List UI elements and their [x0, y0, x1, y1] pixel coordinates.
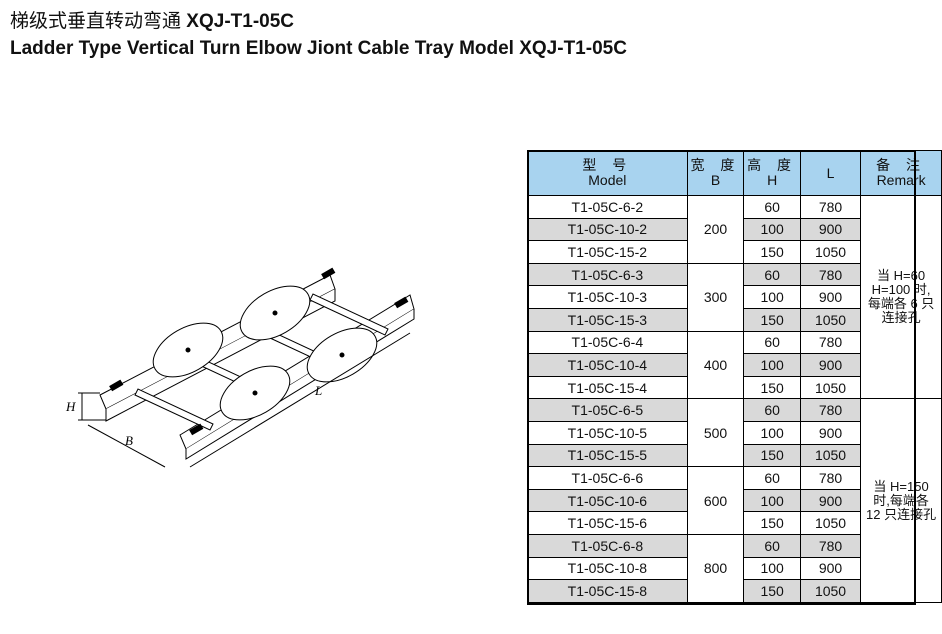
cell-height: 100 [743, 353, 801, 377]
cell-height: 60 [743, 262, 801, 287]
cell-model: T1-05C-6-8 [527, 533, 688, 558]
cell-model: T1-05C-10-4 [527, 353, 688, 377]
cell-length: 900 [799, 353, 862, 377]
cell-height: 60 [743, 330, 801, 355]
cell-height: 150 [743, 307, 801, 332]
cell-length: 1050 [799, 579, 862, 603]
cell-length: 1050 [799, 307, 862, 332]
cell-model: T1-05C-10-8 [527, 556, 688, 581]
cell-height: 60 [743, 533, 801, 558]
cell-model: T1-05C-15-4 [527, 375, 688, 400]
cell-height: 60 [743, 398, 801, 422]
cell-height: 100 [743, 285, 801, 309]
cell-model: T1-05C-6-2 [527, 195, 688, 219]
cell-model: T1-05C-6-5 [527, 398, 688, 422]
cell-width: 500 [686, 398, 745, 468]
cell-length: 1050 [799, 240, 862, 264]
cell-model: T1-05C-15-6 [527, 511, 688, 535]
cell-length: 900 [799, 488, 862, 513]
dim-label-b: B [125, 433, 133, 448]
cell-height: 150 [743, 579, 801, 603]
header-height: 高 度 H [743, 150, 801, 196]
cell-height: 150 [743, 375, 801, 400]
cable-tray-drawing: H B L [65, 267, 415, 468]
cell-length: 780 [799, 262, 862, 287]
title-cn-text: 梯级式垂直转动弯通 [10, 11, 182, 32]
cell-length: 900 [799, 420, 862, 445]
cell-height: 100 [743, 556, 801, 581]
cell-height: 100 [743, 488, 801, 513]
header-remark: 备 注 Remark [860, 150, 942, 196]
cell-length: 1050 [799, 443, 862, 468]
header-length: L [799, 150, 862, 196]
header-width: 宽 度 B [686, 150, 745, 196]
cell-height: 60 [743, 466, 801, 490]
cell-width: 300 [686, 262, 745, 332]
cell-length: 780 [799, 398, 862, 422]
table-header-row: 型 号 Model 宽 度 B 高 度 H L 备 注 Remark [527, 150, 942, 196]
cell-model: T1-05C-6-6 [527, 466, 688, 490]
header-model: 型 号 Model [527, 150, 688, 196]
remark-line: H=100 时, [871, 282, 931, 298]
cell-length: 900 [799, 285, 862, 309]
title-cn-model: XQJ-T1-05C [186, 11, 294, 32]
cell-model: T1-05C-15-5 [527, 443, 688, 468]
cell-model: T1-05C-15-3 [527, 307, 688, 332]
cell-height: 60 [743, 195, 801, 219]
cell-height: 100 [743, 217, 801, 242]
cell-width: 400 [686, 330, 745, 400]
cell-length: 900 [799, 217, 862, 242]
cell-length: 1050 [799, 375, 862, 400]
cell-height: 150 [743, 511, 801, 535]
cell-length: 780 [799, 466, 862, 490]
cell-height: 150 [743, 443, 801, 468]
cell-height: 100 [743, 420, 801, 445]
cell-width: 200 [686, 195, 745, 264]
remark-line: 时,每端各 [873, 492, 929, 508]
cell-length: 1050 [799, 511, 862, 535]
cell-model: T1-05C-10-3 [527, 285, 688, 309]
cell-model: T1-05C-10-5 [527, 420, 688, 445]
cell-width: 800 [686, 533, 745, 603]
remark-line: 每端各 6 只 [867, 296, 935, 312]
remark-line: 连接孔 [881, 310, 921, 326]
dim-label-h: H [65, 399, 76, 414]
cell-length: 780 [799, 330, 862, 355]
cell-width: 600 [686, 466, 745, 535]
remark-line: 当 H=150 [873, 478, 929, 494]
spec-table: 型 号 Model 宽 度 B 高 度 H L 备 注 Remark T1-05… [527, 150, 942, 603]
cell-model: T1-05C-10-6 [527, 488, 688, 513]
remark-line: 12 只连接孔 [866, 506, 937, 522]
cell-height: 150 [743, 240, 801, 264]
cell-model: T1-05C-15-8 [527, 579, 688, 603]
cell-model: T1-05C-10-2 [527, 217, 688, 242]
cell-length: 780 [799, 195, 862, 219]
remark-line: 当 H=60 [877, 268, 926, 284]
cell-length: 900 [799, 556, 862, 581]
cell-length: 780 [799, 533, 862, 558]
dim-label-l: L [314, 383, 322, 398]
cell-model: T1-05C-6-4 [527, 330, 688, 355]
page-title-cn: 梯级式垂直转动弯通 XQJ-T1-05C [10, 6, 294, 33]
cell-model: T1-05C-6-3 [527, 262, 688, 287]
page-title-en: Ladder Type Vertical Turn Elbow Jiont Ca… [10, 38, 627, 59]
cell-model: T1-05C-15-2 [527, 240, 688, 264]
